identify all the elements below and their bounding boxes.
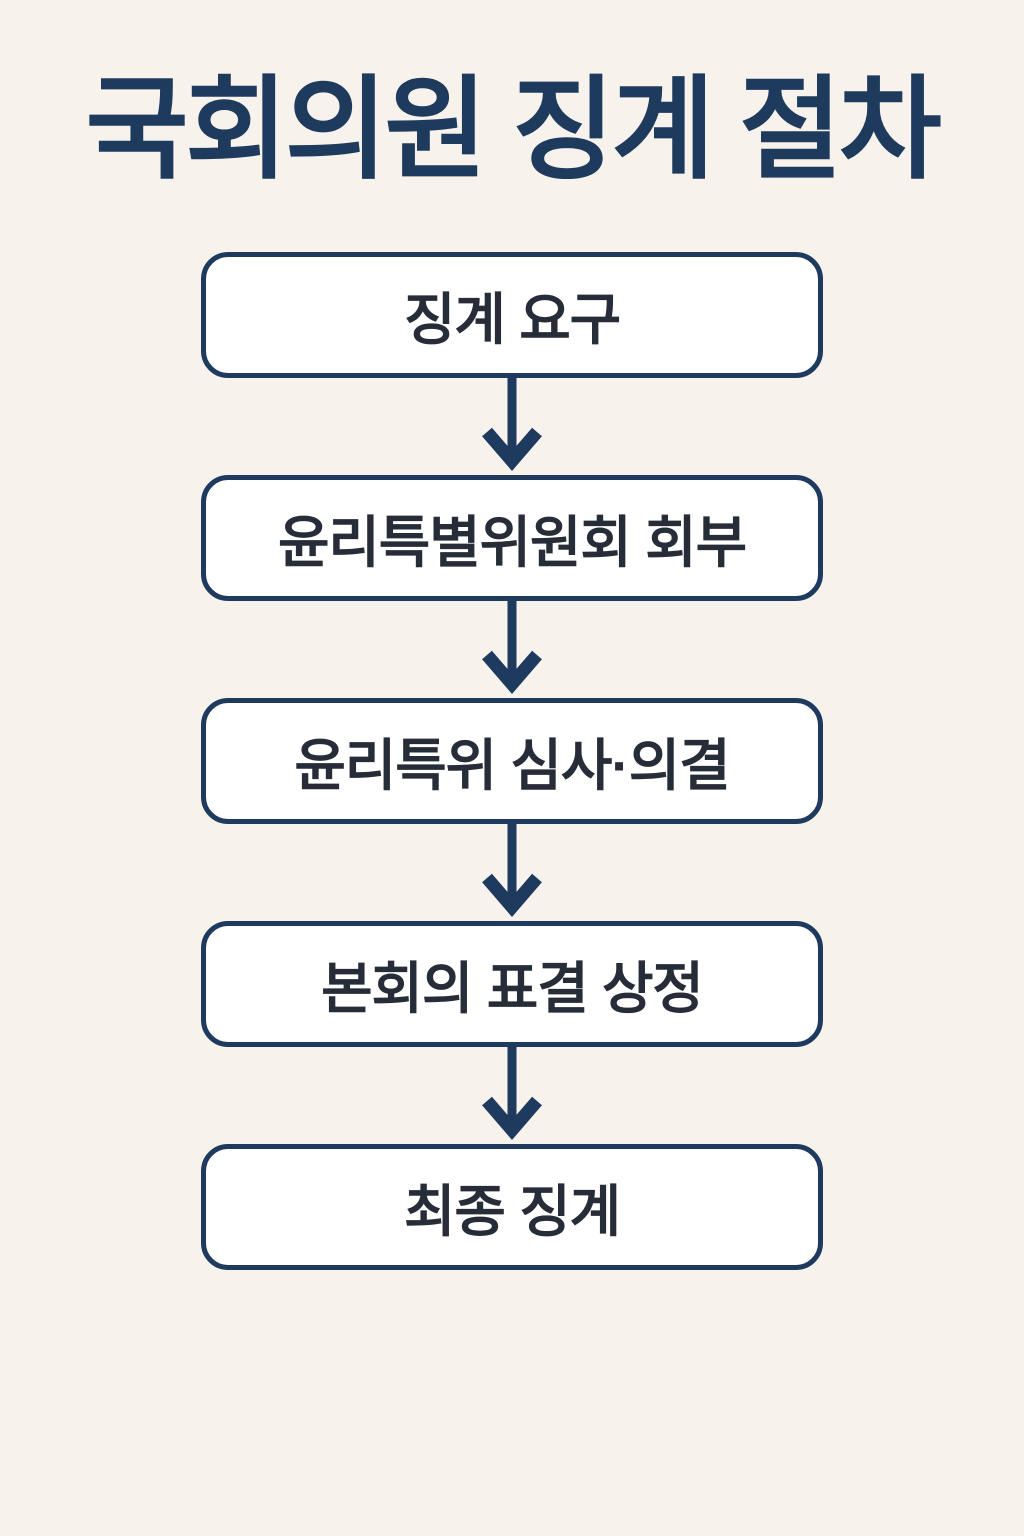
flow-step-2-label: 윤리특별위원회 회부 <box>277 510 747 574</box>
flowchart: 징계 요구 윤리특별위원회 회부 윤리특위 심사·의결 <box>201 252 823 1271</box>
flow-step-4: 본회의 표결 상정 <box>201 921 823 1048</box>
flow-step-4-label: 본회의 표결 상정 <box>321 956 704 1020</box>
down-arrow-icon <box>201 1047 823 1144</box>
flow-step-3-label: 윤리특위 심사·의결 <box>294 733 730 797</box>
flow-step-3: 윤리특위 심사·의결 <box>201 698 823 825</box>
flow-step-1-label: 징계 요구 <box>403 287 621 351</box>
page-title: 국회의원 징계 절차 <box>85 67 942 192</box>
flow-step-5: 최종 징계 <box>201 1144 823 1271</box>
flow-step-2: 윤리특별위원회 회부 <box>201 475 823 602</box>
down-arrow-icon <box>201 601 823 698</box>
flow-step-5-label: 최종 징계 <box>403 1179 621 1243</box>
down-arrow-icon <box>201 824 823 921</box>
down-arrow-icon <box>201 378 823 475</box>
flow-step-1: 징계 요구 <box>201 252 823 379</box>
